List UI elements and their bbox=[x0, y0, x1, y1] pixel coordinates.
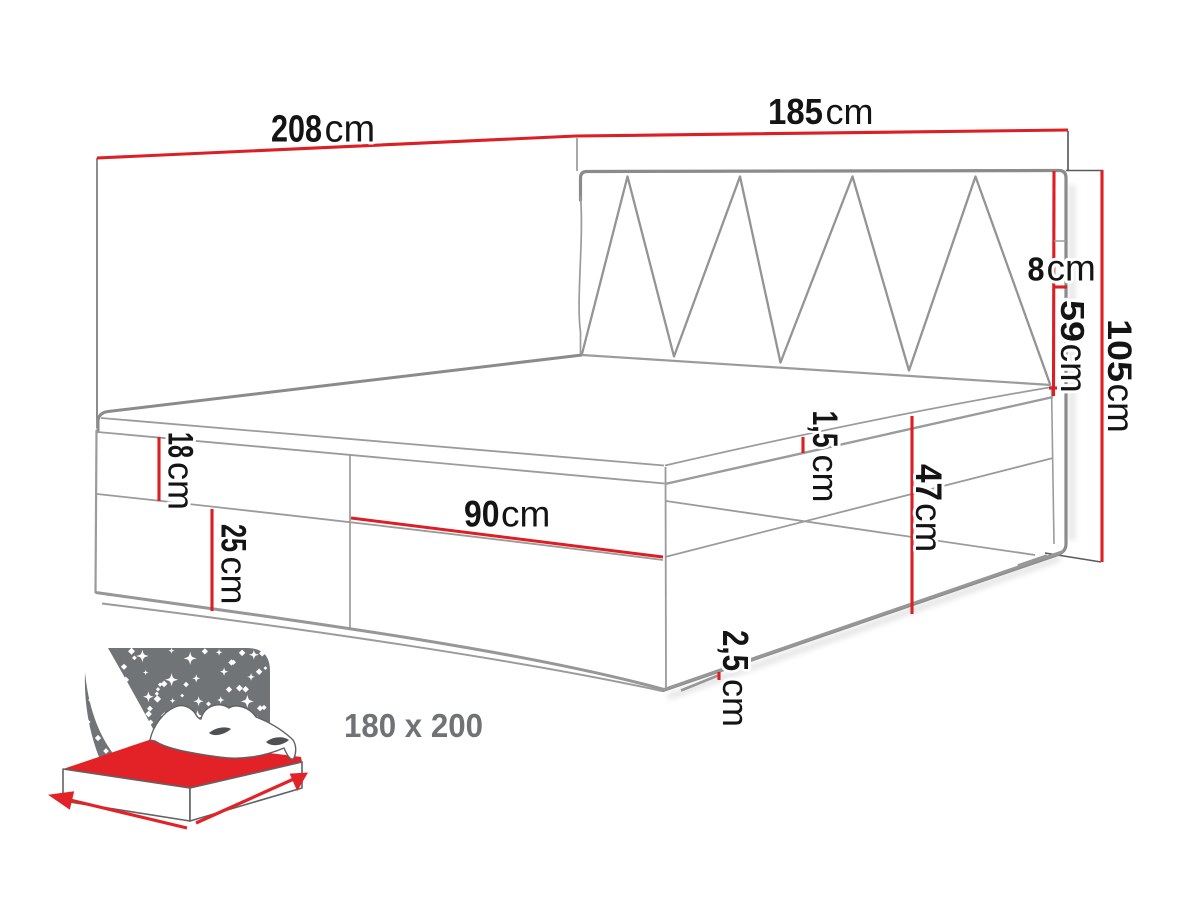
svg-text:cm: cm bbox=[805, 455, 846, 503]
svg-text:cm: cm bbox=[325, 109, 376, 151]
svg-text:cm: cm bbox=[1047, 248, 1096, 289]
svg-text:208: 208 bbox=[271, 109, 322, 151]
svg-text:2,5: 2,5 bbox=[715, 630, 756, 671]
svg-text:cm: cm bbox=[501, 494, 550, 535]
svg-text:cm: cm bbox=[826, 91, 874, 132]
svg-text:cm: cm bbox=[161, 462, 202, 510]
svg-text:1,5: 1,5 bbox=[805, 411, 844, 448]
svg-text:18: 18 bbox=[161, 432, 200, 458]
svg-text:59: 59 bbox=[1054, 300, 1091, 342]
svg-text:cm: cm bbox=[214, 557, 255, 605]
svg-text:cm: cm bbox=[908, 503, 949, 552]
svg-text:cm: cm bbox=[1100, 384, 1141, 433]
svg-text:8: 8 bbox=[1028, 251, 1045, 288]
svg-text:25: 25 bbox=[214, 524, 253, 552]
svg-text:cm: cm bbox=[1053, 344, 1094, 393]
svg-text:180 x 200: 180 x 200 bbox=[344, 707, 483, 744]
svg-text:47: 47 bbox=[908, 464, 949, 501]
svg-text:cm: cm bbox=[715, 679, 756, 727]
svg-text:105: 105 bbox=[1100, 319, 1138, 382]
svg-text:90: 90 bbox=[464, 494, 500, 535]
svg-text:185: 185 bbox=[768, 91, 823, 132]
